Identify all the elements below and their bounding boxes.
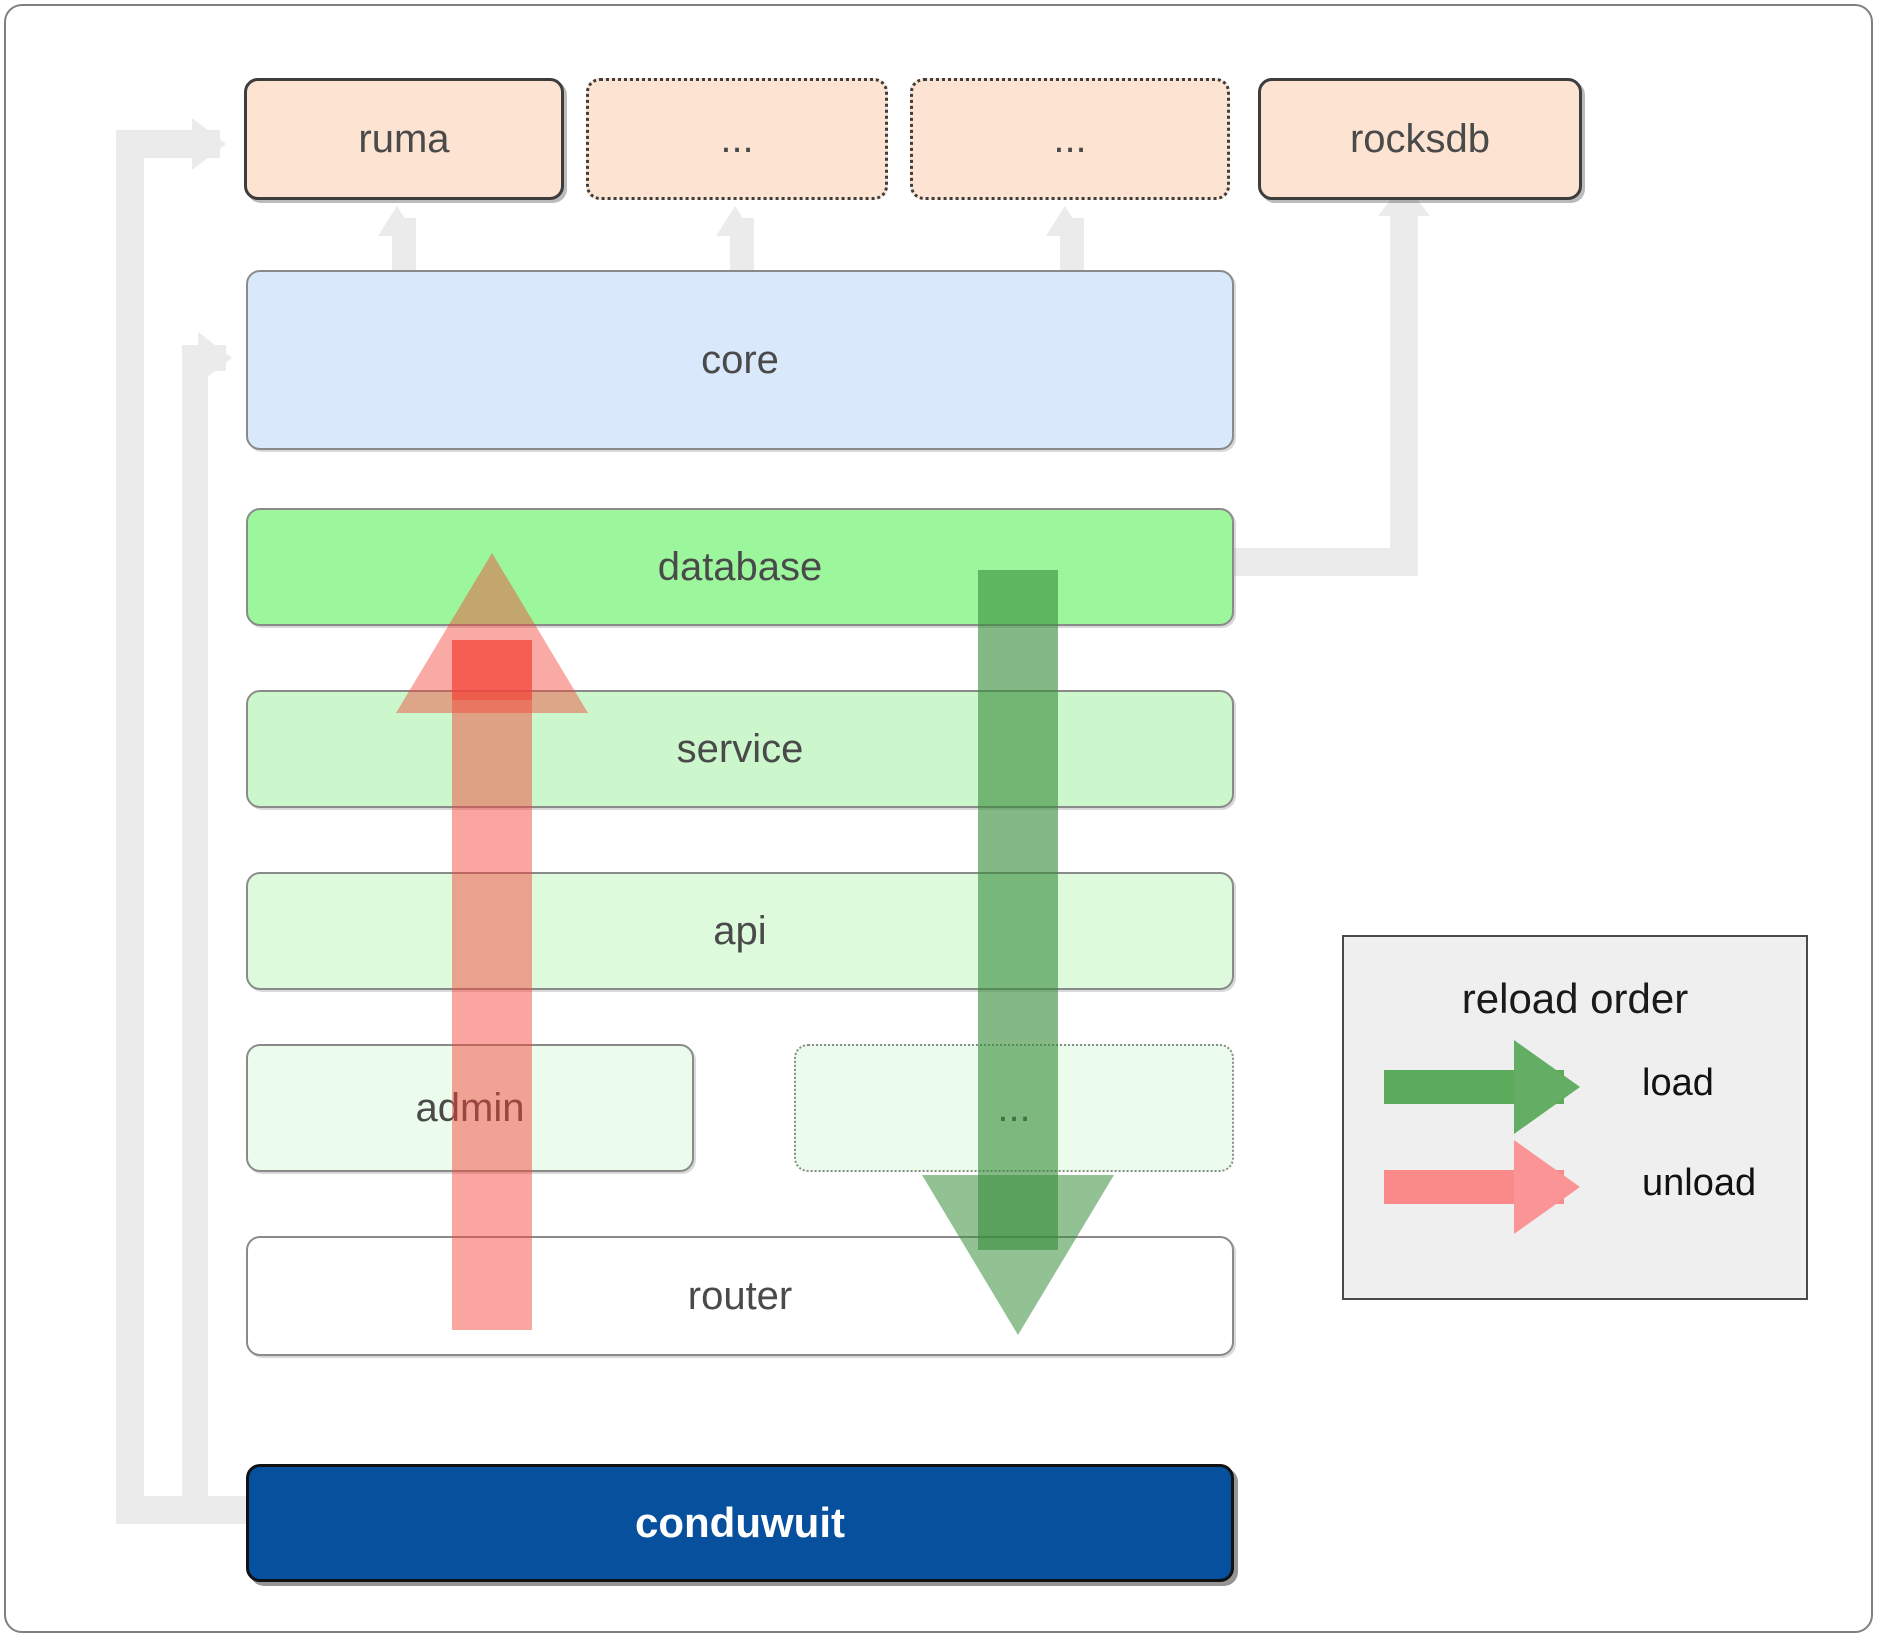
node-database-label: database <box>657 544 823 589</box>
node-ext1[interactable]: ... <box>586 78 888 200</box>
connector-database-to-rocksdb-horizontal <box>1222 548 1418 576</box>
connector-arrow-core-to-ext1 <box>716 206 754 236</box>
load-flow-shaft <box>978 570 1058 1250</box>
legend-item-load: load <box>1344 1037 1810 1137</box>
diagram-frame <box>4 4 1873 1633</box>
node-core-label: core <box>701 337 779 382</box>
connector-arrow-core-to-ruma <box>378 206 416 236</box>
node-router-label: router <box>687 1273 793 1318</box>
connector-database-to-rocksdb-vertical <box>1390 212 1418 576</box>
node-api[interactable]: api <box>246 872 1234 990</box>
node-service-label: service <box>676 726 804 771</box>
legend-item-unload: unload <box>1344 1137 1810 1237</box>
node-ruma-label: ruma <box>358 116 450 161</box>
legend-title: reload order <box>1461 975 1689 1022</box>
connector-arrow-core-to-ext2 <box>1046 206 1084 236</box>
node-ext2[interactable]: ... <box>910 78 1230 200</box>
connector-conduwuit-to-core-vertical <box>182 345 208 1510</box>
node-admin-label: admin <box>415 1085 525 1130</box>
node-conduwuit[interactable]: conduwuit <box>246 1464 1234 1582</box>
node-ext2-label: ... <box>1053 116 1087 161</box>
legend-panel: reload order load unload <box>1342 935 1808 1300</box>
node-conduwuit-label: conduwuit <box>635 1499 845 1546</box>
node-database[interactable]: database <box>246 508 1234 626</box>
legend-load-label: load <box>1642 1062 1714 1104</box>
node-rocksdb[interactable]: rocksdb <box>1258 78 1582 200</box>
legend-unload-label: unload <box>1642 1162 1757 1204</box>
unload-flow-arrowhead <box>396 553 588 713</box>
legend-unload-arrowhead <box>1514 1140 1580 1234</box>
node-ext1-label: ... <box>720 116 754 161</box>
connector-arrow-into-core <box>198 332 232 384</box>
unload-flow-shaft-upper <box>452 640 532 700</box>
connector-conduwuit-to-ruma-vertical <box>116 130 144 1524</box>
node-service[interactable]: service <box>246 690 1234 808</box>
legend-load-arrowhead <box>1514 1040 1580 1134</box>
node-api-label: api <box>713 908 767 953</box>
node-admin[interactable]: admin <box>246 1044 694 1172</box>
node-core[interactable]: core <box>246 270 1234 450</box>
node-ruma[interactable]: ruma <box>244 78 564 200</box>
unload-flow-shaft <box>452 640 532 1330</box>
connector-arrow-into-ruma <box>192 118 226 170</box>
node-rocksdb-label: rocksdb <box>1349 116 1491 161</box>
